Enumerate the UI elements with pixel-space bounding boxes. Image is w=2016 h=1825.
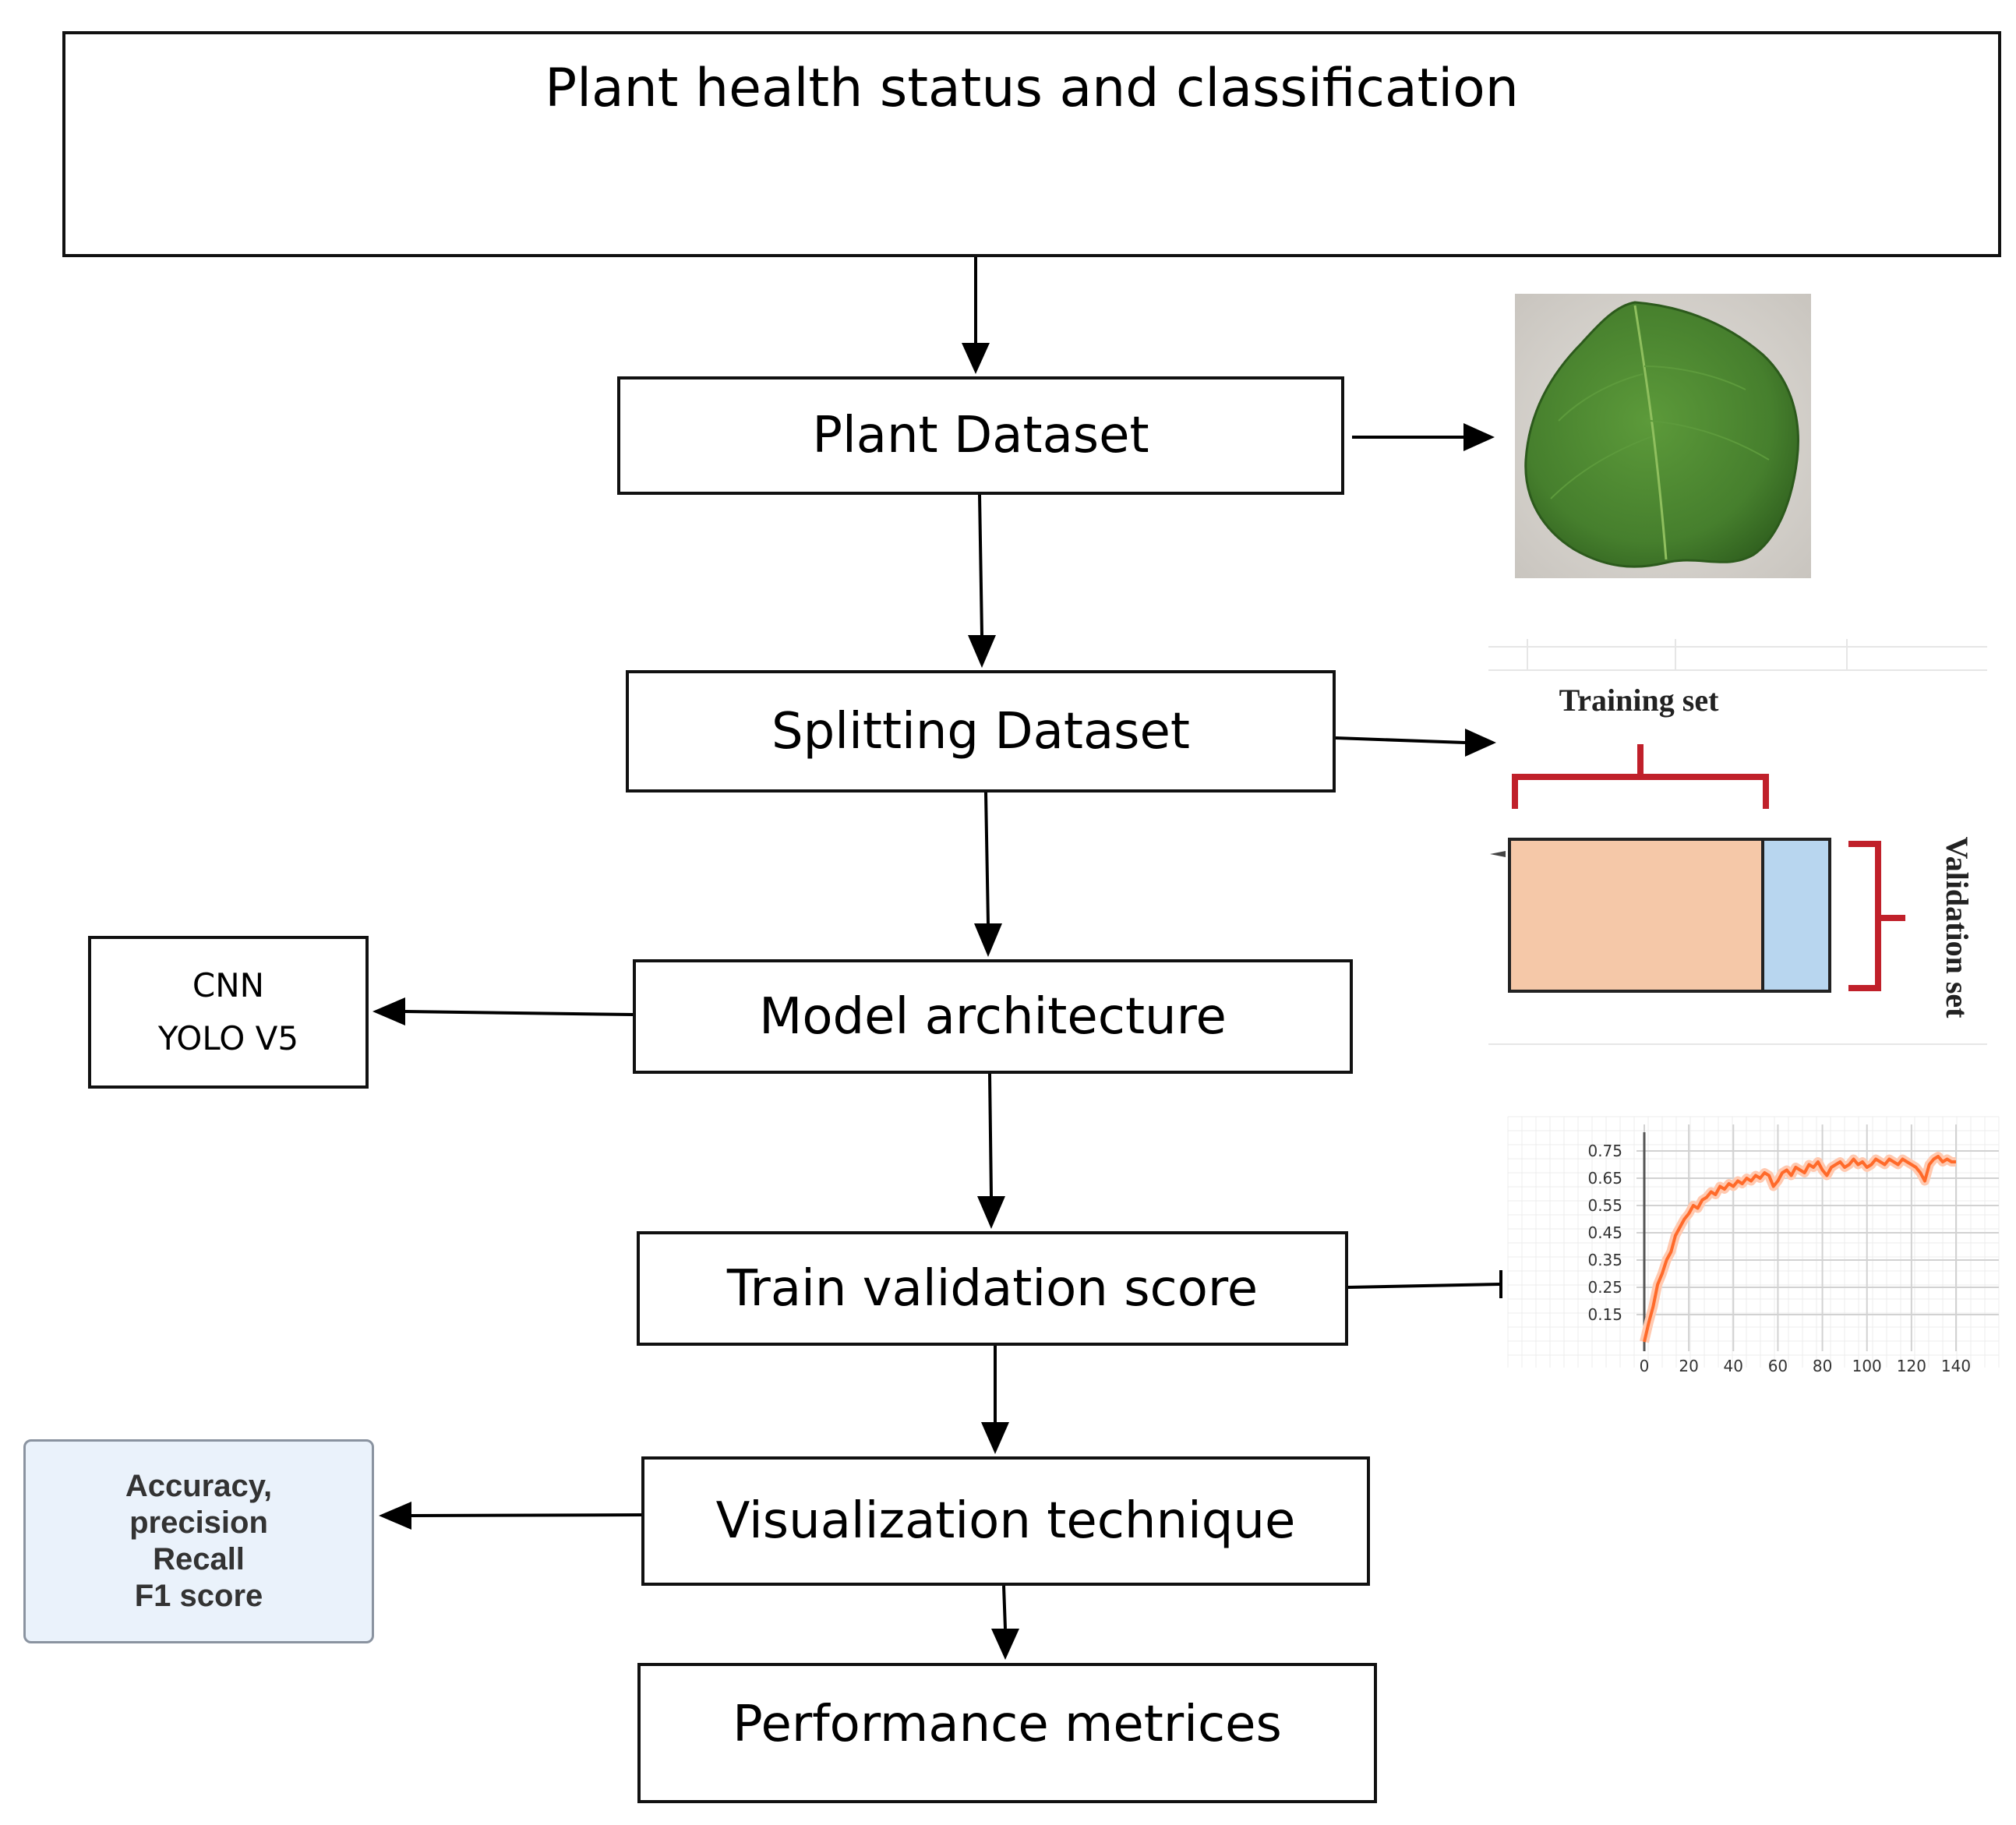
diagram-title: Plant health status and classification [545,58,1519,119]
leaf-icon [1524,301,1799,568]
arrowhead-icon [968,635,996,668]
step-performance-metrices: Performance metrices [637,1663,1377,1803]
step-label: Splitting Dataset [771,702,1190,761]
x-tick-label: 120 [1897,1357,1926,1375]
x-tick-label: 100 [1852,1357,1882,1375]
series-line [1643,1155,1956,1343]
step-train-validation-score: Train validation score [637,1231,1348,1346]
x-tick-label: 140 [1941,1357,1971,1375]
chart-background [1508,1117,1999,1368]
arrowhead-icon [991,1629,1019,1660]
step-label: Train validation score [726,1259,1259,1318]
x-tick-label: 40 [1724,1357,1743,1375]
training-block [1508,838,1764,993]
training-bracket [1512,744,1769,809]
metric-accuracy: Accuracy, [125,1469,273,1503]
leaf-image [1515,294,1811,578]
arrow-train-to-chart [1347,1283,1501,1289]
arrowhead-icon [1465,729,1496,757]
model-list-box: CNN YOLO V5 [88,936,369,1089]
title-box: Plant health status and classification [62,31,2001,257]
split-figure: Training set Validation set [1488,639,1987,1045]
arrowhead-icon [974,923,1002,957]
validation-set-label: Validation set [1940,836,1975,1018]
arrow-model-to-train [988,1073,993,1197]
model-yolo: YOLO V5 [157,1019,299,1057]
metric-recall: Recall [153,1542,245,1576]
score-chart: 0 20 40 60 80 100 120 140 0.75 0.65 0.55 0.45 0.35 0.… [1507,1116,2000,1375]
arrowhead-icon [379,1502,411,1530]
arrowhead-icon [372,997,405,1025]
y-tick-label: 0.55 [1587,1196,1622,1215]
y-tick-label: 0.35 [1587,1251,1622,1269]
x-tick-label: 20 [1679,1357,1698,1375]
step-splitting-dataset: Splitting Dataset [626,670,1336,792]
model-cnn: CNN [192,966,265,1004]
metric-f1: F1 score [134,1579,263,1613]
metric-precision: precision [129,1506,268,1540]
step-label: Performance metrices [733,1696,1282,1753]
step-visualization-technique: Visualization technique [641,1456,1370,1586]
y-tick-label: 0.65 [1587,1169,1622,1188]
x-tick-label: 0 [1640,1357,1650,1375]
metrics-box: Accuracy, precision Recall F1 score [23,1439,374,1643]
validation-bracket [1848,841,1905,991]
chart-endcap [1499,1270,1502,1298]
arrow-visual-to-metrics [411,1513,642,1517]
arrow-visual-to-perf [1002,1585,1007,1629]
arrow-split-to-model [984,792,990,924]
x-tick-label: 60 [1768,1357,1788,1375]
arrow-model-to-cnn [404,1010,634,1016]
arrow-split-to-figure [1335,736,1466,744]
arrow-dataset-to-split [978,494,983,636]
y-tick-label: 0.15 [1587,1305,1622,1324]
arrowhead-icon [962,343,990,374]
arrowhead-icon [1463,423,1495,451]
step-plant-dataset: Plant Dataset [617,376,1344,495]
step-model-architecture: Model architecture [633,959,1353,1074]
y-tick-label: 0.75 [1587,1142,1622,1160]
step-label: Plant Dataset [812,407,1149,464]
arrowhead-icon [977,1196,1005,1229]
arrowhead-icon [981,1422,1009,1454]
y-tick-label: 0.25 [1587,1278,1622,1297]
step-label: Visualization technique [715,1492,1296,1550]
validation-block [1761,838,1831,993]
y-tick-label: 0.45 [1587,1223,1622,1242]
step-label: Model architecture [759,987,1227,1046]
training-set-label: Training set [1559,683,1720,718]
x-tick-label: 80 [1813,1357,1832,1375]
